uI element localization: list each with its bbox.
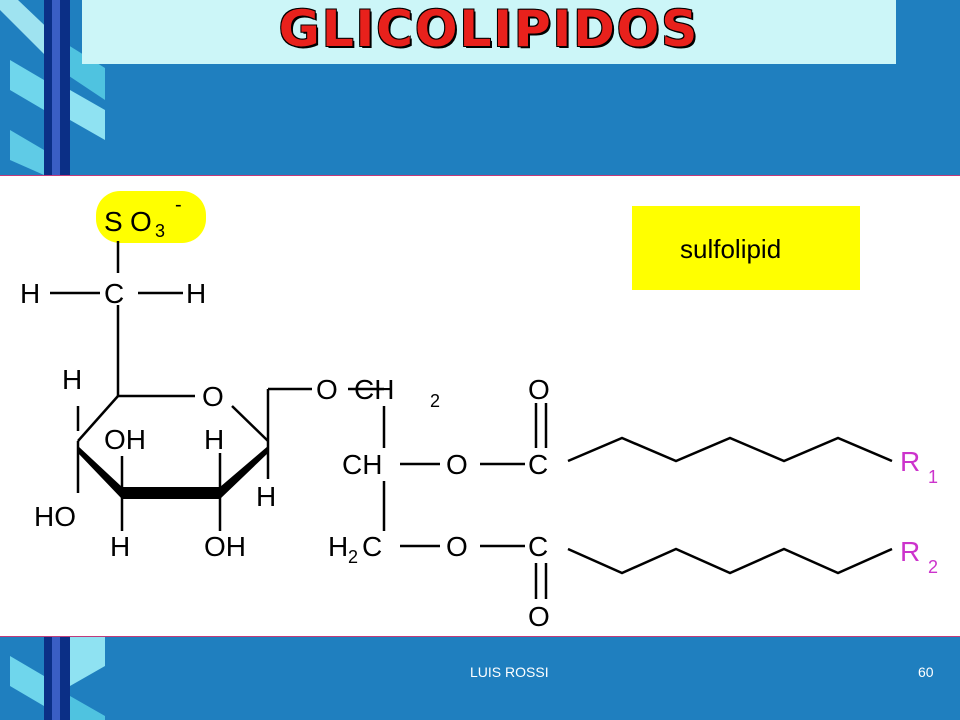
r1-label: R bbox=[900, 446, 920, 477]
r2-label: R bbox=[900, 536, 920, 567]
footer-author: LUIS ROSSI bbox=[470, 664, 549, 680]
atom-o-ring: O bbox=[202, 381, 224, 412]
atom-ch2-top-sub: 2 bbox=[430, 391, 440, 411]
sulfolipid-structure-diagram: sulfolipid S O 3 - bbox=[20, 191, 938, 632]
page-number: 60 bbox=[918, 664, 934, 680]
title-banner: GLICOLIPIDOS bbox=[82, 0, 896, 64]
atom-ch2-top: CH bbox=[354, 374, 394, 405]
sulfate-s: S bbox=[104, 206, 123, 237]
atom-c-top: C bbox=[104, 278, 124, 309]
atom-ho: HO bbox=[34, 501, 76, 532]
atom-oh-ring: OH bbox=[104, 424, 146, 455]
atom-h-right: H bbox=[186, 278, 206, 309]
sulfate-sub: 3 bbox=[155, 221, 165, 241]
atom-h-ring-4: H bbox=[110, 531, 130, 562]
r1-sub: 1 bbox=[928, 467, 938, 487]
bonds bbox=[50, 241, 893, 599]
sulfolipid-label: sulfolipid bbox=[680, 234, 781, 264]
atom-o-carbonyl1: O bbox=[528, 374, 550, 405]
atom-o-link: O bbox=[316, 374, 338, 405]
atom-h2c-c: C bbox=[362, 531, 382, 562]
atom-c-ester2: C bbox=[528, 531, 548, 562]
atom-oh-ring-2: OH bbox=[204, 531, 246, 562]
atom-ch-mid: CH bbox=[342, 449, 382, 480]
sulfate-highlight bbox=[96, 191, 206, 243]
r2-sub: 2 bbox=[928, 557, 938, 577]
diagram-area: sulfolipid S O 3 - bbox=[0, 175, 960, 637]
atom-h2c-sub: 2 bbox=[348, 547, 358, 567]
atom-o-ester2: O bbox=[446, 531, 468, 562]
sulfate-o: O bbox=[130, 206, 152, 237]
atom-h-ring-3: H bbox=[256, 481, 276, 512]
atom-c-ester1: C bbox=[528, 449, 548, 480]
sulfate-sup: - bbox=[175, 194, 182, 216]
ribbon-decoration-top bbox=[0, 0, 105, 175]
slide-title: GLICOLIPIDOS bbox=[278, 0, 700, 58]
ring-bold-bond bbox=[78, 446, 268, 499]
atom-h-ring-2: H bbox=[204, 424, 224, 455]
ribbon-decoration-bottom bbox=[10, 636, 105, 720]
atom-o-carbonyl2: O bbox=[528, 601, 550, 632]
atom-o-ester1: O bbox=[446, 449, 468, 480]
atom-h-left: H bbox=[20, 278, 40, 309]
atom-h2c: H bbox=[328, 531, 348, 562]
sulfolipid-label-box bbox=[632, 206, 860, 290]
atom-h-ring: H bbox=[62, 364, 82, 395]
